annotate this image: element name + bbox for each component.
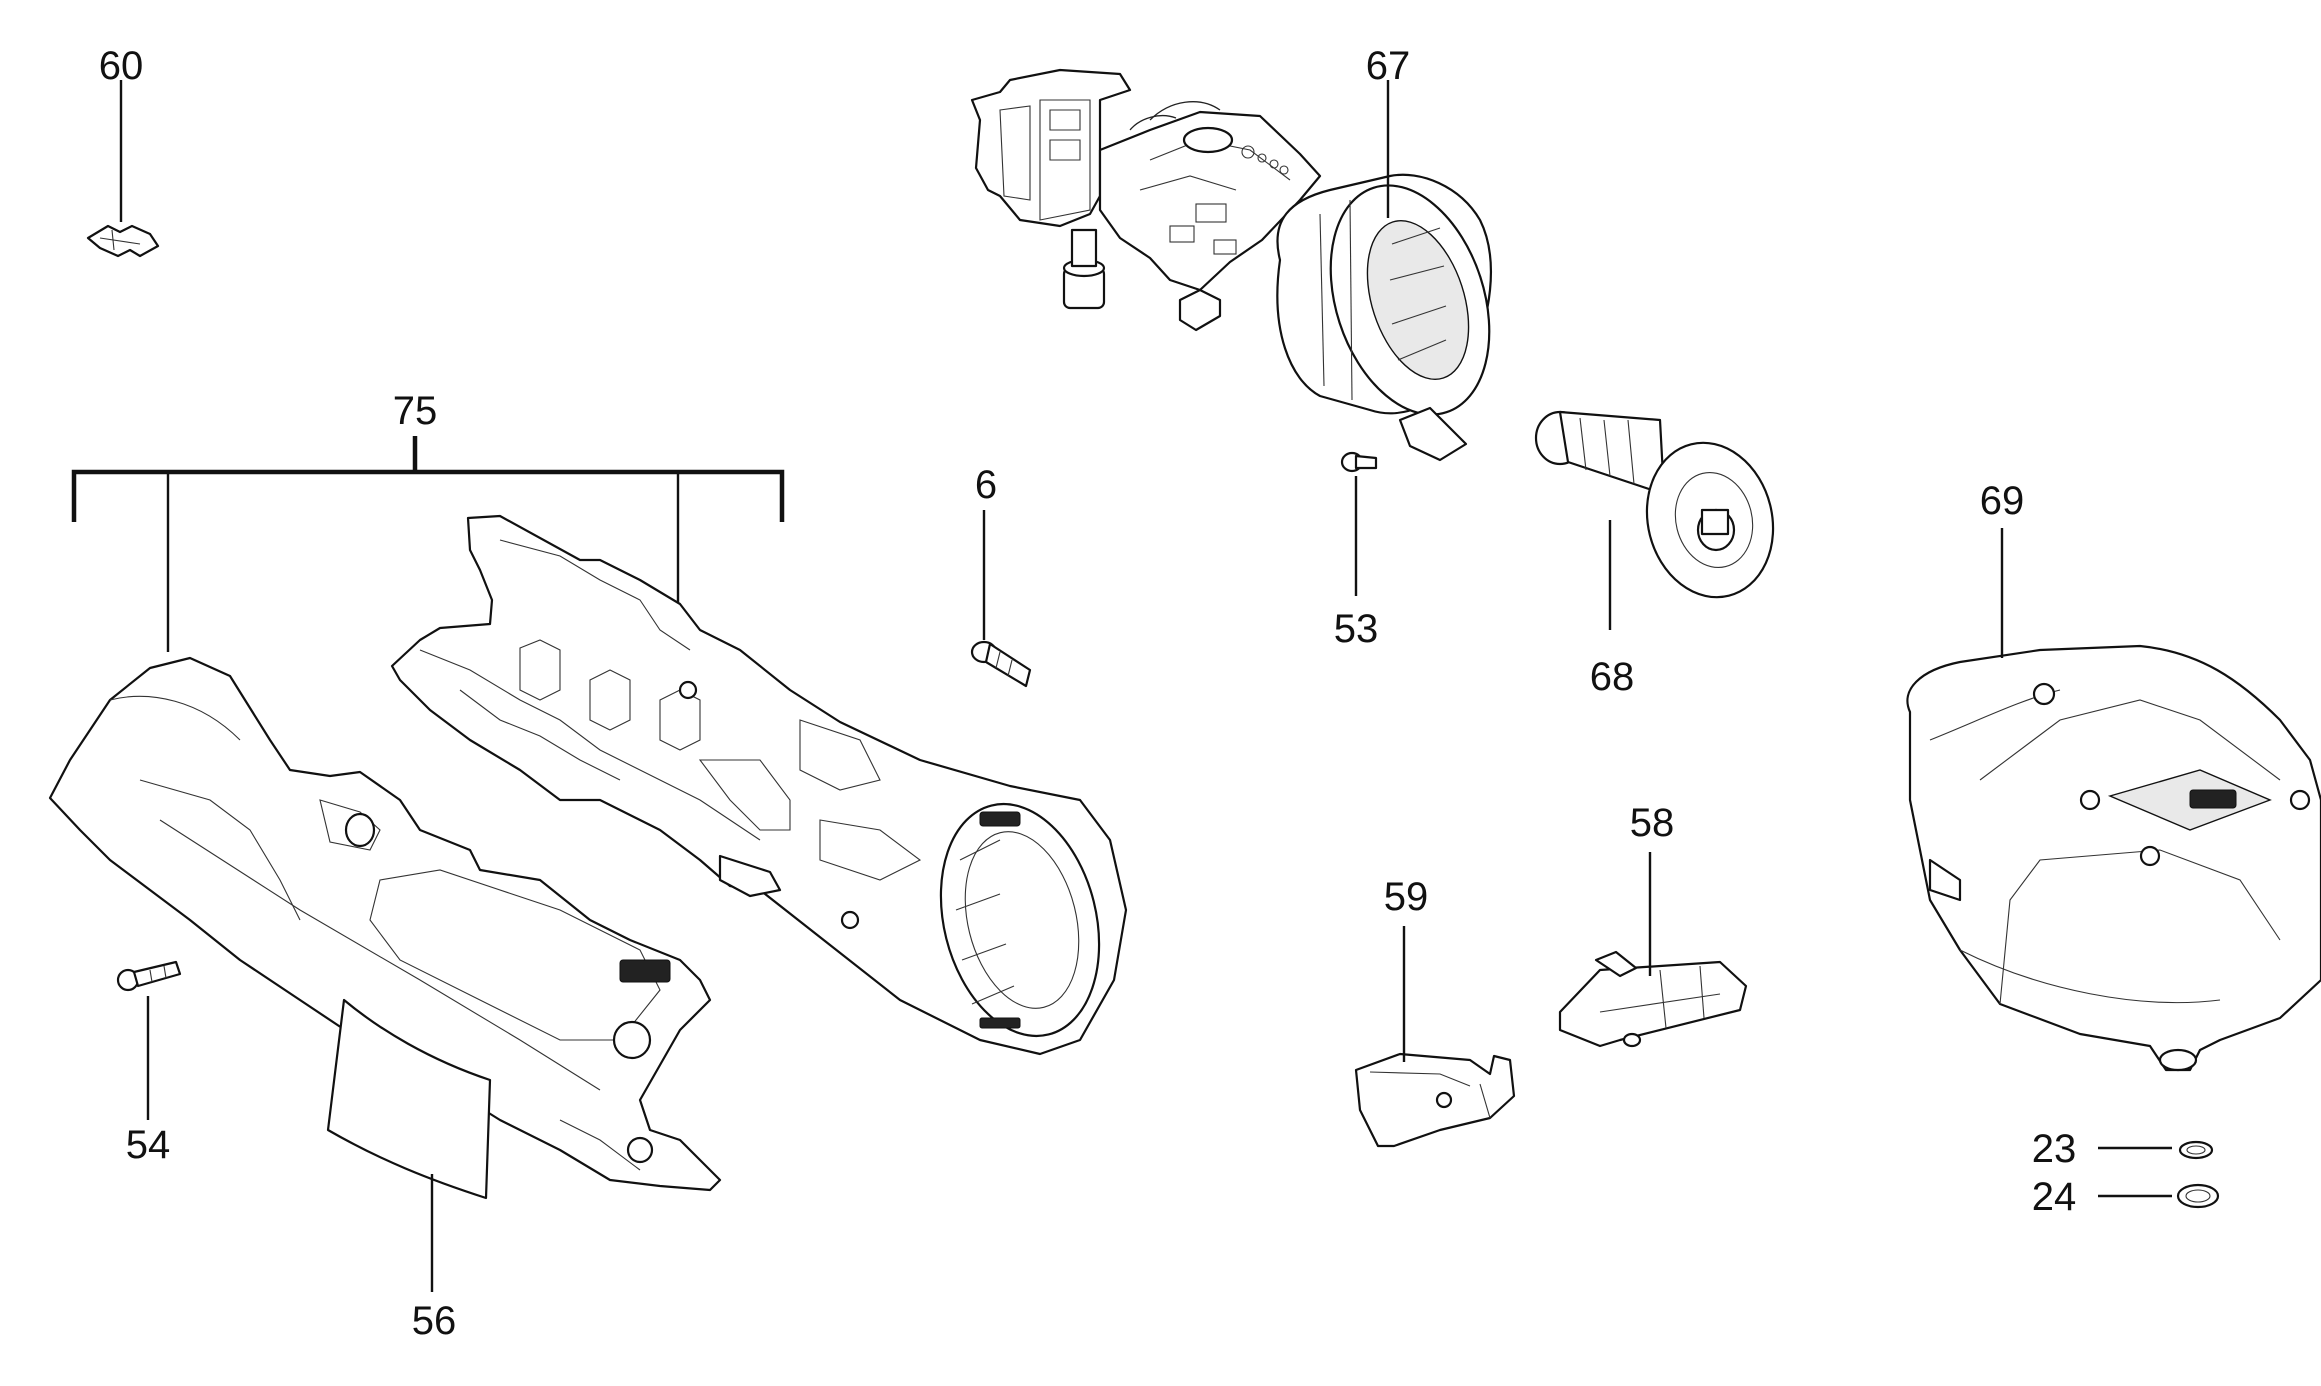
part-58-switch xyxy=(1558,950,1748,1048)
part-23-ring xyxy=(2178,1140,2214,1160)
part-75-housing-left xyxy=(48,656,722,1192)
part-60-clip xyxy=(86,224,160,258)
part-59-cover xyxy=(1354,1052,1516,1148)
bracket-75 xyxy=(71,469,785,522)
part-53-screw xyxy=(1340,451,1378,473)
part-67-motor-electronics xyxy=(970,68,1493,462)
callout-59: 59 xyxy=(1384,875,1429,919)
callout-68: 68 xyxy=(1590,655,1635,699)
part-69-gear-housing xyxy=(1906,644,2321,1072)
callout-53: 53 xyxy=(1334,607,1379,651)
part-56-label xyxy=(326,998,492,1200)
part-6-screw xyxy=(970,640,1032,688)
callout-24: 24 xyxy=(2032,1175,2077,1219)
callout-69: 69 xyxy=(1980,479,2025,523)
part-24-ring xyxy=(2176,1183,2220,1209)
callout-60: 60 xyxy=(99,44,144,88)
callout-58: 58 xyxy=(1630,801,1675,845)
callout-56: 56 xyxy=(412,1299,457,1343)
part-75-housing-right xyxy=(390,514,1128,1056)
callout-67: 67 xyxy=(1366,44,1411,88)
callout-75: 75 xyxy=(393,389,438,433)
part-68-rotor xyxy=(1534,410,1775,599)
part-54-screw xyxy=(116,960,182,992)
callout-23: 23 xyxy=(2032,1127,2077,1171)
callout-54: 54 xyxy=(126,1123,171,1167)
callout-6: 6 xyxy=(975,463,997,507)
